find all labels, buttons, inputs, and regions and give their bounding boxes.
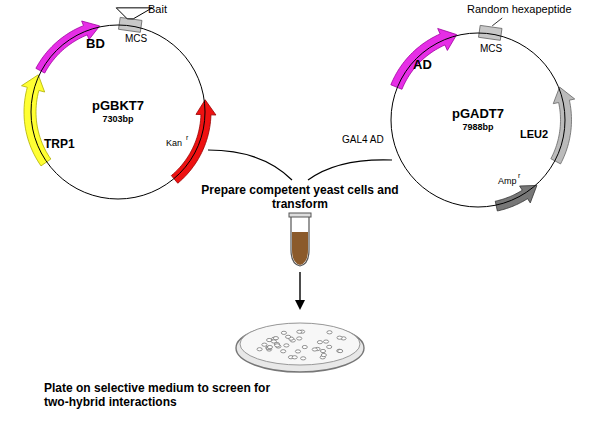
colony bbox=[317, 341, 322, 344]
arrow-head bbox=[295, 300, 305, 310]
petri-dish bbox=[236, 324, 364, 372]
marker-superscript: r bbox=[186, 134, 188, 142]
gene-label: LEU2 bbox=[520, 128, 548, 141]
marker-superscript: r bbox=[518, 172, 520, 180]
step-label: Plate on selective medium to screen for … bbox=[44, 382, 284, 410]
merge-curve bbox=[308, 160, 392, 180]
colony bbox=[327, 331, 332, 334]
plasmid-circle: pGBKT77303bp bbox=[30, 24, 206, 200]
gene-label: AD bbox=[413, 58, 432, 73]
colony bbox=[301, 357, 306, 360]
colony bbox=[312, 348, 317, 351]
colony bbox=[292, 356, 297, 359]
petri-dish-inner bbox=[240, 323, 360, 365]
plasmid-ring bbox=[31, 25, 205, 199]
tube-liquid bbox=[292, 232, 308, 265]
plasmid-size: 7303bp bbox=[102, 114, 133, 124]
flow-arrow bbox=[299, 272, 300, 302]
colony bbox=[321, 353, 326, 356]
plasmid-ring bbox=[391, 33, 565, 207]
colony bbox=[338, 349, 343, 352]
trp1-arrow bbox=[22, 75, 51, 166]
construct-label: GAL4 AD bbox=[340, 134, 386, 146]
colony bbox=[295, 350, 300, 353]
gene-label: BD bbox=[86, 37, 105, 52]
colony bbox=[286, 335, 291, 338]
colony bbox=[281, 350, 286, 353]
colony bbox=[297, 330, 302, 333]
gene-label: TRP1 bbox=[44, 138, 75, 152]
colony bbox=[262, 343, 267, 346]
bait-insert bbox=[116, 8, 152, 19]
colony bbox=[266, 346, 271, 349]
colony bbox=[271, 340, 276, 343]
plasmid-features bbox=[22, 8, 575, 211]
colony bbox=[273, 337, 278, 340]
marker-label: Kan bbox=[166, 138, 182, 148]
colony bbox=[327, 345, 332, 348]
merge-curve bbox=[208, 150, 292, 180]
site-label: MCS bbox=[480, 43, 502, 55]
site-label: MCS bbox=[125, 33, 147, 45]
tube-rim bbox=[289, 213, 311, 217]
colony bbox=[281, 331, 286, 334]
plasmid-name: pGBKT7 bbox=[92, 99, 144, 114]
insert-label: Bait bbox=[148, 3, 167, 16]
colonies bbox=[257, 330, 346, 360]
colony bbox=[297, 337, 302, 340]
colony bbox=[323, 340, 328, 343]
leader-line bbox=[492, 18, 502, 26]
colony bbox=[267, 345, 272, 348]
colony bbox=[337, 336, 342, 339]
colony bbox=[284, 344, 289, 347]
tube bbox=[291, 216, 309, 266]
colony bbox=[257, 348, 262, 351]
colony bbox=[275, 344, 280, 347]
colony bbox=[337, 349, 342, 352]
marker-label: Amp bbox=[498, 176, 517, 186]
plasmid-name: pGADT7 bbox=[452, 107, 504, 122]
step-label: Prepare competent yeast cells and transf… bbox=[200, 184, 400, 212]
colony bbox=[302, 345, 307, 348]
colony bbox=[320, 349, 325, 352]
insert-label: Random hexapeptide bbox=[467, 3, 572, 16]
plasmid-size: 7988bp bbox=[462, 122, 493, 132]
